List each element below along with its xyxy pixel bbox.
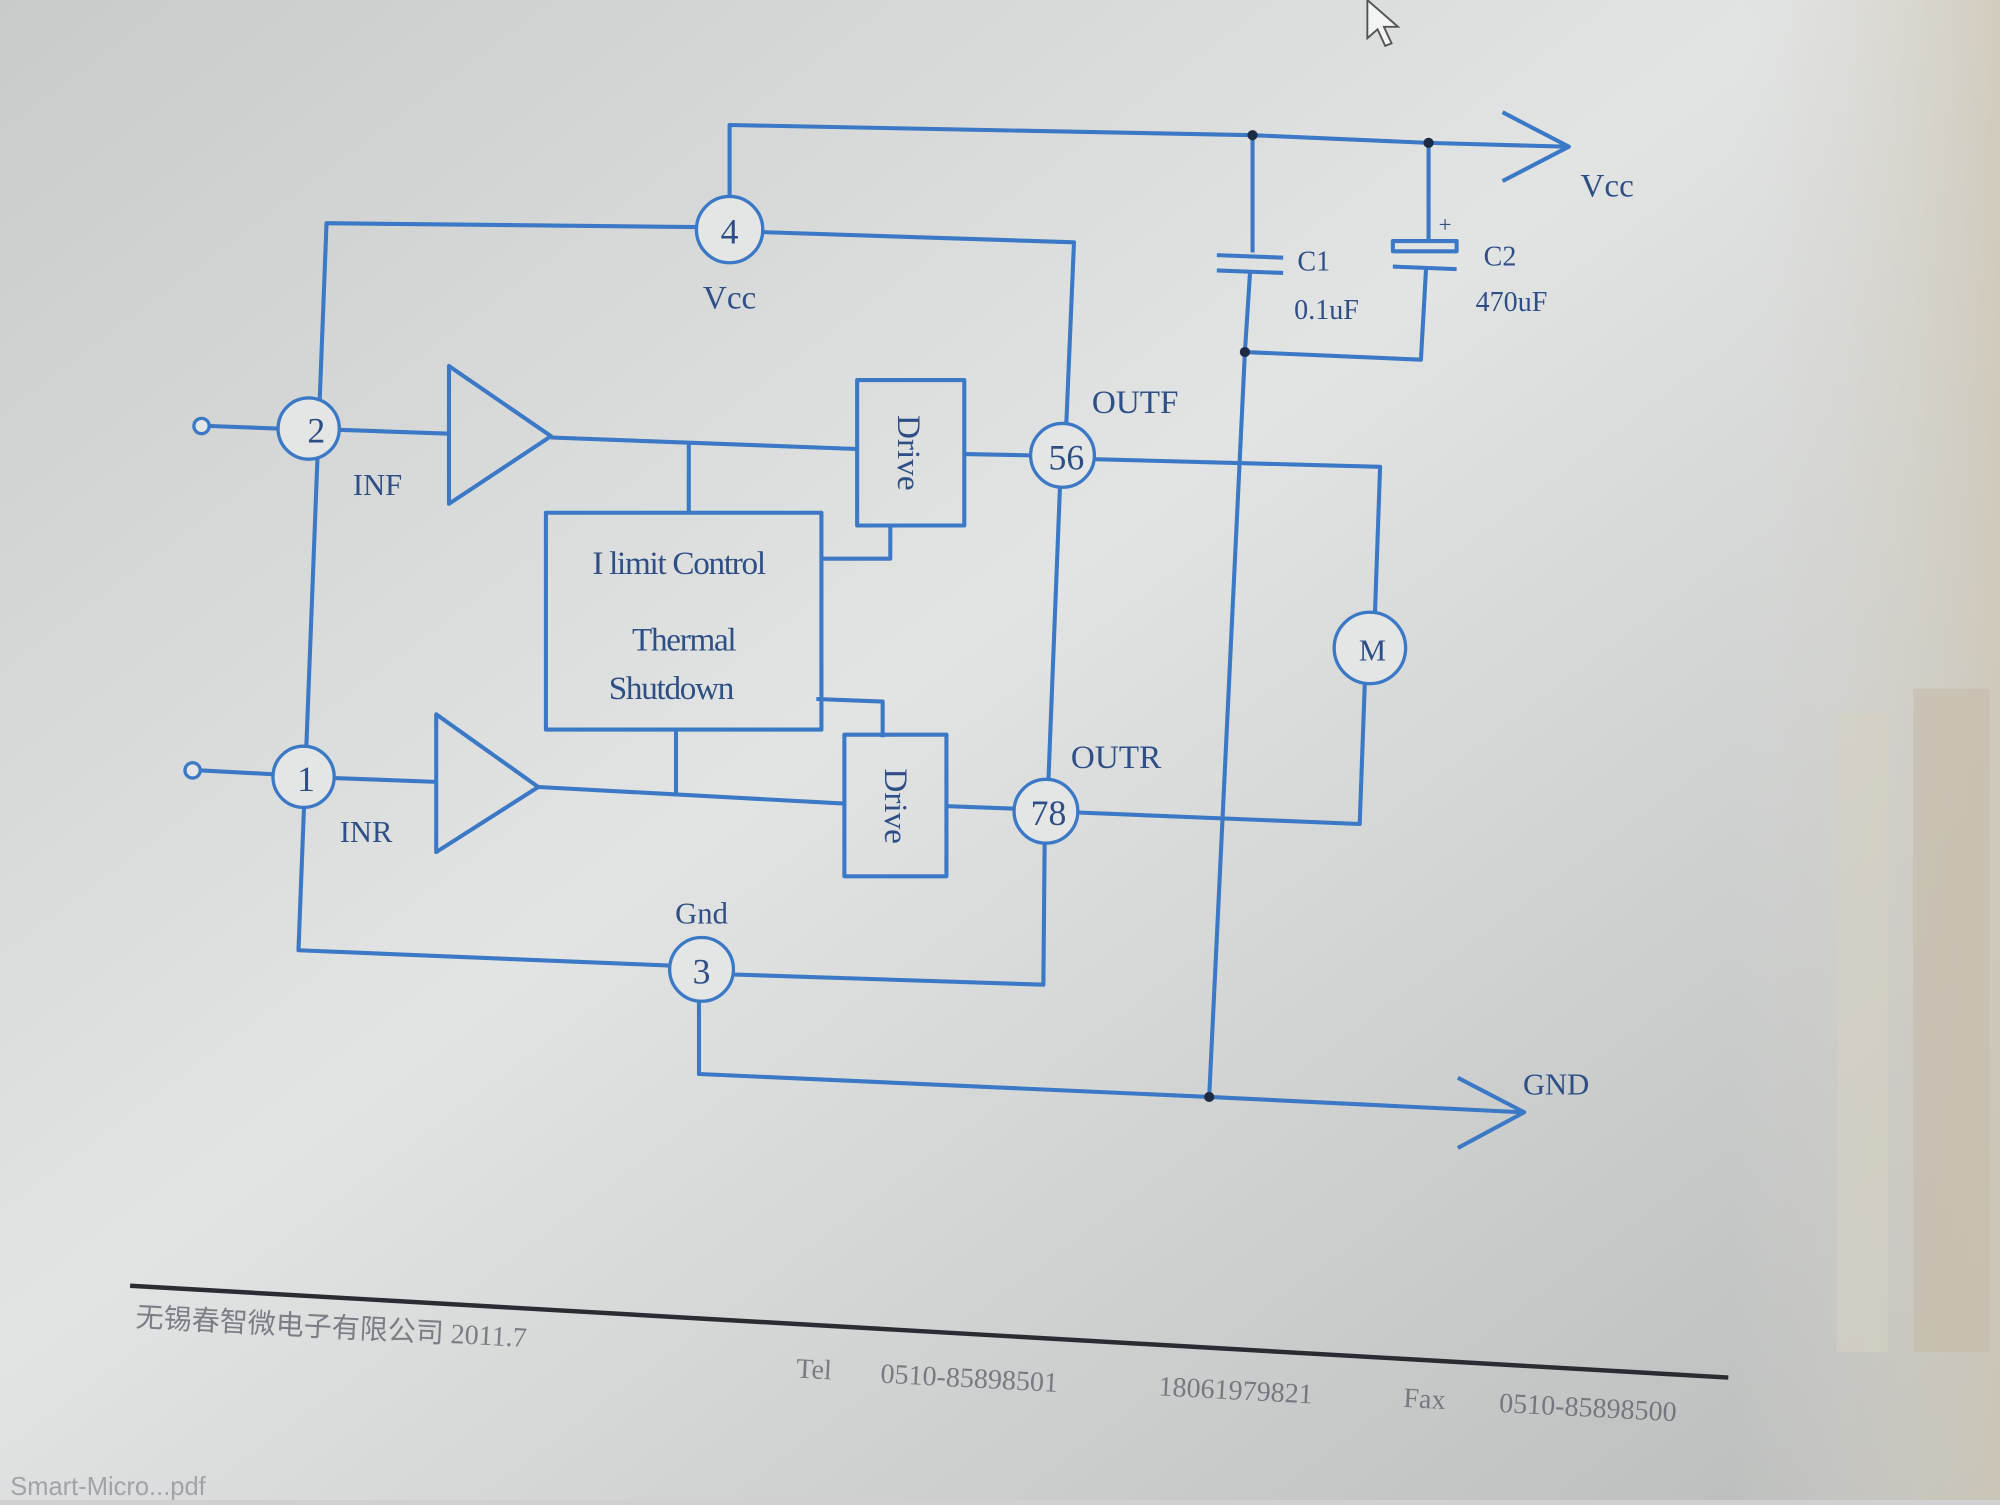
pin-1: 1 [271, 744, 336, 810]
vcc-pin-label: Vcc [703, 280, 756, 317]
svg-text:2: 2 [307, 411, 325, 451]
c1-name: C1 [1297, 246, 1330, 277]
svg-text:1: 1 [297, 759, 315, 799]
svg-text:78: 78 [1031, 793, 1067, 833]
inr-label: INR [340, 815, 393, 849]
schematic-wires [183, 110, 1571, 1150]
gnd-pin-label: Gnd [675, 896, 728, 930]
pin-56: 56 [1028, 421, 1097, 489]
control-block: I limit Control Thermal Shutdown [543, 510, 824, 732]
gnd-rail-label: GND [1523, 1067, 1589, 1101]
vcc-rail-label: Vcc [1580, 167, 1633, 204]
pin-3: 3 [667, 935, 736, 1003]
svg-text:4: 4 [721, 212, 739, 252]
c2-value: 470uF [1476, 287, 1548, 318]
taskbar-file-tab[interactable]: Smart-Micro...pdf [10, 1473, 206, 1501]
mouse-cursor-icon [1366, 0, 1401, 48]
svg-text:56: 56 [1048, 437, 1084, 477]
inf-label: INF [353, 468, 402, 502]
amplifier-forward-icon [446, 364, 554, 506]
svg-text:Shutdown: Shutdown [609, 670, 735, 707]
inr-terminal [183, 761, 202, 780]
svg-text:M: M [1359, 634, 1386, 668]
c2-name: C2 [1484, 241, 1517, 272]
inf-terminal [192, 416, 211, 436]
svg-text:Thermal: Thermal [632, 622, 736, 659]
drive-block-forward: Drive [855, 378, 967, 528]
pin-4: 4 [694, 194, 765, 265]
footer-tel-label: Tel [796, 1354, 833, 1387]
amplifier-reverse-icon [434, 712, 541, 855]
drive-block-reverse: Drive [842, 732, 949, 879]
motor-icon: M [1332, 610, 1408, 686]
c2-polarity-mark: + [1439, 212, 1452, 237]
pin-2: 2 [276, 396, 341, 461]
background-shelf-blur [1734, 0, 2000, 1500]
pin-78: 78 [1012, 777, 1080, 845]
c1-value: 0.1uF [1294, 295, 1359, 326]
svg-text:Drive: Drive [890, 415, 927, 491]
svg-text:3: 3 [693, 951, 711, 991]
footer-divider [129, 1283, 1729, 1380]
svg-text:Drive: Drive [877, 768, 914, 844]
outr-label: OUTR [1071, 739, 1162, 776]
svg-text:I limit Control: I limit Control [592, 545, 766, 582]
outf-label: OUTF [1092, 384, 1179, 421]
footer-fax-label: Fax [1403, 1383, 1447, 1416]
